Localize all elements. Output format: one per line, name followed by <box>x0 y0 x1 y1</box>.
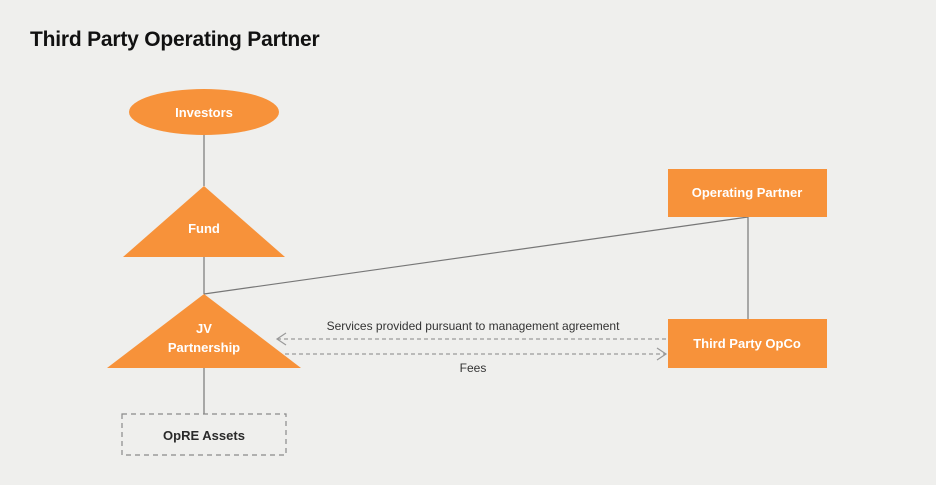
fees-label: Fees <box>460 361 487 375</box>
fees-arrowhead-icon <box>656 347 668 361</box>
third-party-opco-node <box>668 319 827 368</box>
operating-partner-node <box>668 169 827 217</box>
fund-label: Fund <box>188 221 220 236</box>
jv-partnership-node <box>107 294 301 368</box>
jv-label-line1: JV <box>196 321 212 336</box>
operating-partner-jv-connector <box>203 216 749 295</box>
investors-label: Investors <box>175 105 233 120</box>
page-title: Third Party Operating Partner <box>30 28 320 51</box>
services-arrowhead-icon <box>275 332 287 346</box>
operating-partner-label: Operating Partner <box>692 185 803 200</box>
third-party-opco-label: Third Party OpCo <box>693 336 801 351</box>
jv-label-line2: Partnership <box>168 340 240 355</box>
services-label: Services provided pursuant to management… <box>327 319 621 333</box>
investors-node <box>129 89 279 135</box>
fund-node <box>123 186 285 257</box>
opre-assets-node <box>121 413 287 456</box>
opre-assets-label: OpRE Assets <box>163 428 245 443</box>
